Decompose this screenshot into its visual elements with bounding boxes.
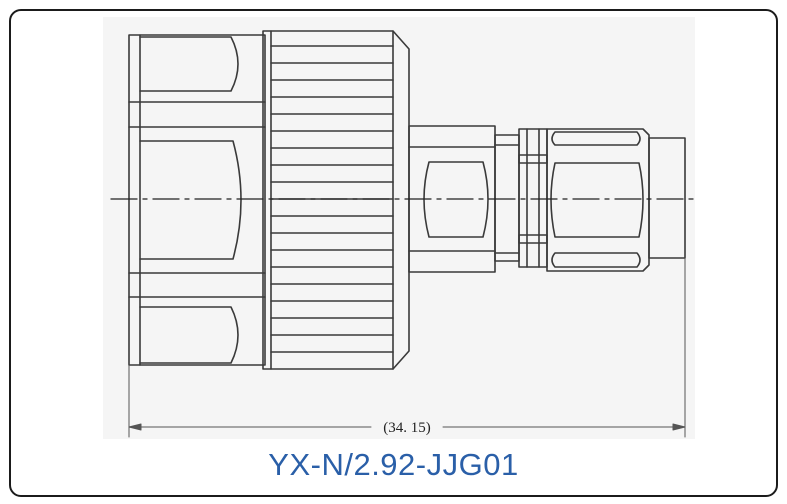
overall-length-dimension bbox=[128, 257, 686, 438]
knurled-body bbox=[262, 30, 410, 370]
connector-tip bbox=[648, 137, 686, 259]
model-caption: YX-N/2.92-JJG01 bbox=[268, 447, 519, 482]
arrowhead-right bbox=[672, 423, 686, 431]
coupling-nut-outline bbox=[546, 128, 650, 272]
hex-nut bbox=[128, 34, 266, 366]
washer-stack-outline bbox=[518, 128, 548, 268]
technical-drawing: (34. 15) bbox=[103, 17, 695, 439]
small-hex-outline bbox=[494, 134, 520, 262]
coupling-nut bbox=[546, 128, 650, 272]
arrowhead-left bbox=[128, 423, 142, 431]
hex-nut-outline bbox=[128, 34, 266, 366]
coupling-nut-flat-middle bbox=[550, 162, 644, 238]
center-sleeve-flat bbox=[423, 161, 489, 238]
hex-flat-bottom bbox=[139, 306, 239, 364]
washer-ring-bottom bbox=[518, 234, 548, 244]
washer-stack bbox=[518, 128, 548, 268]
small-hex bbox=[494, 134, 520, 262]
coupling-nut-flat-top bbox=[551, 131, 641, 146]
connector-drawing-svg: (34. 15) bbox=[110, 30, 695, 438]
dimension-label: (34. 15) bbox=[383, 420, 431, 436]
washer-ring-top bbox=[518, 154, 548, 164]
coupling-nut-flat-bottom bbox=[551, 252, 641, 268]
hex-flat-top bbox=[139, 36, 239, 92]
hex-flat-middle bbox=[139, 140, 242, 260]
